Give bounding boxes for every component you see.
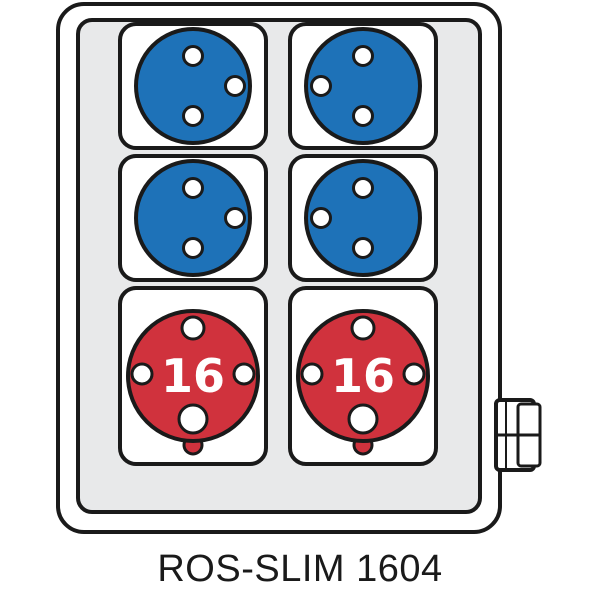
socket-pin — [350, 315, 376, 341]
socket-pin — [180, 315, 206, 341]
socket-pin — [402, 362, 426, 386]
socket-rating-label: 16 — [331, 349, 395, 403]
socket-pin — [352, 105, 374, 127]
socket-face — [304, 27, 422, 145]
socket-pin — [224, 75, 246, 97]
socket-6-cee: 16 — [288, 286, 438, 466]
socket-4-schuko — [288, 154, 438, 282]
socket-face — [134, 27, 252, 145]
socket-3-schuko — [118, 154, 268, 282]
socket-pin — [182, 177, 204, 199]
socket-pin — [224, 207, 246, 229]
socket-pin — [182, 105, 204, 127]
socket-rating-label: 16 — [161, 349, 225, 403]
socket-pin — [232, 362, 256, 386]
socket-pin — [310, 75, 332, 97]
socket-pin — [130, 362, 154, 386]
socket-pin — [352, 177, 374, 199]
socket-pin — [177, 403, 209, 435]
socket-1-schuko — [118, 22, 268, 150]
socket-pin — [352, 237, 374, 259]
socket-face — [134, 159, 252, 277]
socket-2-schuko — [288, 22, 438, 150]
cable-gland — [494, 398, 542, 472]
socket-pin — [352, 45, 374, 67]
socket-pin — [310, 207, 332, 229]
socket-face — [296, 309, 430, 443]
socket-pin — [300, 362, 324, 386]
socket-face — [126, 309, 260, 443]
socket-pin — [347, 403, 379, 435]
socket-5-cee: 16 — [118, 286, 268, 466]
model-caption: ROS-SLIM 1604 — [157, 548, 443, 590]
socket-pin — [182, 45, 204, 67]
socket-pin — [182, 237, 204, 259]
socket-face — [304, 159, 422, 277]
